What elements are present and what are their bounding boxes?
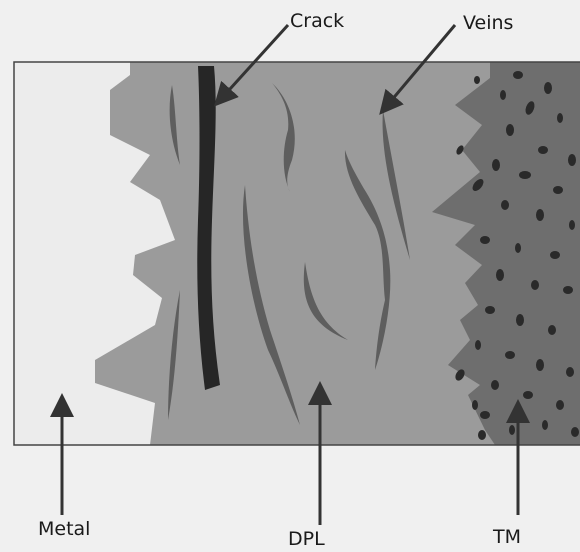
inclusion xyxy=(568,154,576,166)
inclusion xyxy=(553,186,563,194)
inclusion xyxy=(491,380,499,390)
inclusion xyxy=(542,420,548,430)
inclusion xyxy=(536,359,544,371)
metal-label: Metal xyxy=(38,520,90,539)
inclusion xyxy=(480,236,490,244)
tm-label: TM xyxy=(493,528,521,547)
inclusion xyxy=(523,391,533,399)
inclusion xyxy=(531,280,539,290)
inclusion xyxy=(563,286,573,294)
inclusion xyxy=(475,340,481,350)
inclusion xyxy=(571,427,579,437)
inclusion xyxy=(536,209,544,221)
inclusion xyxy=(472,400,478,410)
inclusion xyxy=(550,251,560,259)
inclusion xyxy=(515,243,521,253)
crack-label: Crack xyxy=(290,12,344,31)
inclusion xyxy=(569,220,575,230)
inclusion xyxy=(478,430,486,440)
dpl-label: DPL xyxy=(288,530,325,549)
inclusion xyxy=(480,411,490,419)
inclusion xyxy=(506,124,514,136)
inclusion xyxy=(519,171,531,179)
inclusion xyxy=(501,200,509,210)
veins-label: Veins xyxy=(463,14,513,33)
inclusion xyxy=(557,113,563,123)
inclusion xyxy=(516,314,524,326)
inclusion xyxy=(548,325,556,335)
inclusion xyxy=(474,76,480,84)
inclusion xyxy=(544,82,552,94)
inclusion xyxy=(500,90,506,100)
inclusion xyxy=(509,425,515,435)
inclusion xyxy=(513,71,523,79)
inclusion xyxy=(566,367,574,377)
inclusion xyxy=(505,351,515,359)
inclusion xyxy=(492,159,500,171)
inclusion xyxy=(556,400,564,410)
inclusion xyxy=(496,269,504,281)
inclusion xyxy=(485,306,495,314)
inclusion xyxy=(538,146,548,154)
